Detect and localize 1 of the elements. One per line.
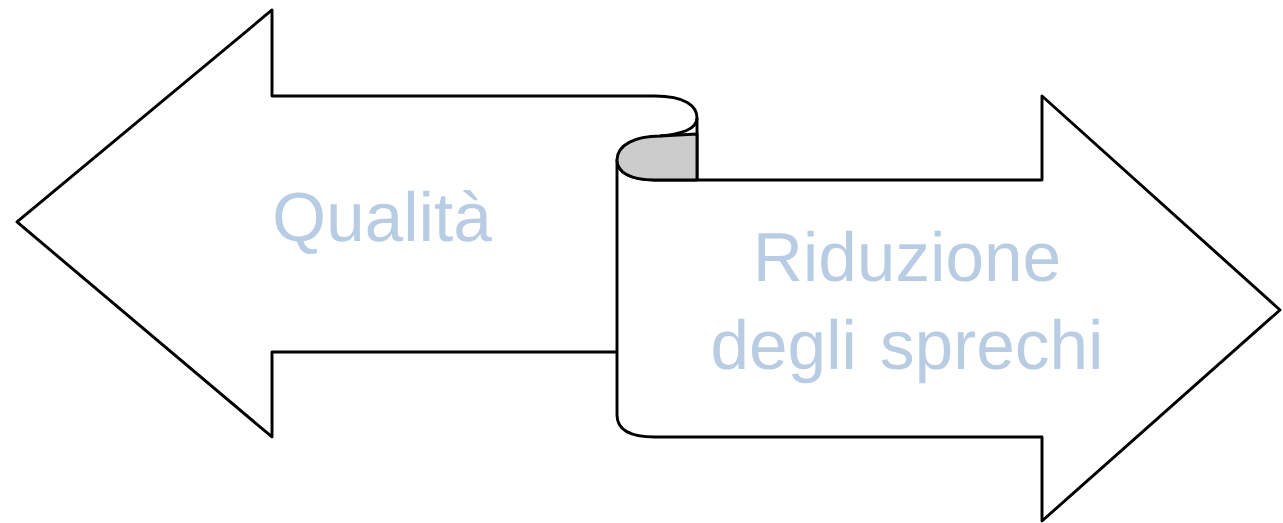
node-label: Riduzione degli sprechi [713,230,1099,384]
